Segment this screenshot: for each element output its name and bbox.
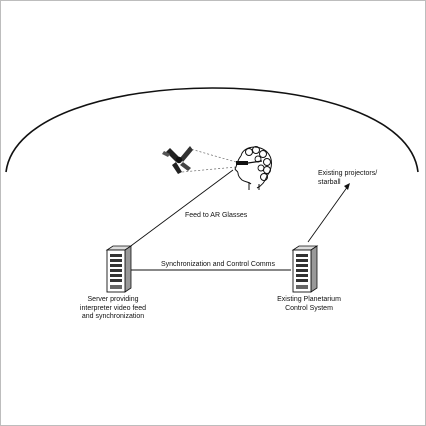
interpreter-figure-icon [162, 146, 193, 174]
projector-arrow-head [344, 183, 350, 190]
server-icon [291, 245, 319, 293]
feed-line [123, 169, 234, 252]
control-system-label: Existing Planetarium Control System [277, 296, 341, 312]
dome-arc [5, 87, 419, 173]
projector-arrow-line [307, 185, 349, 243]
server-icon [105, 245, 133, 293]
feed-label: Feed to AR Glasses [185, 212, 248, 219]
ar-glasses-icon [236, 160, 263, 165]
view-line-lower [181, 166, 237, 173]
view-line-upper [186, 147, 237, 163]
sync-label: Synchronization and Control Comms [161, 261, 275, 268]
server-label: Server providing interpreter video feed … [79, 296, 147, 320]
projectors-label: Existing projectors/ starball [318, 170, 378, 186]
person-head-icon [234, 146, 272, 190]
